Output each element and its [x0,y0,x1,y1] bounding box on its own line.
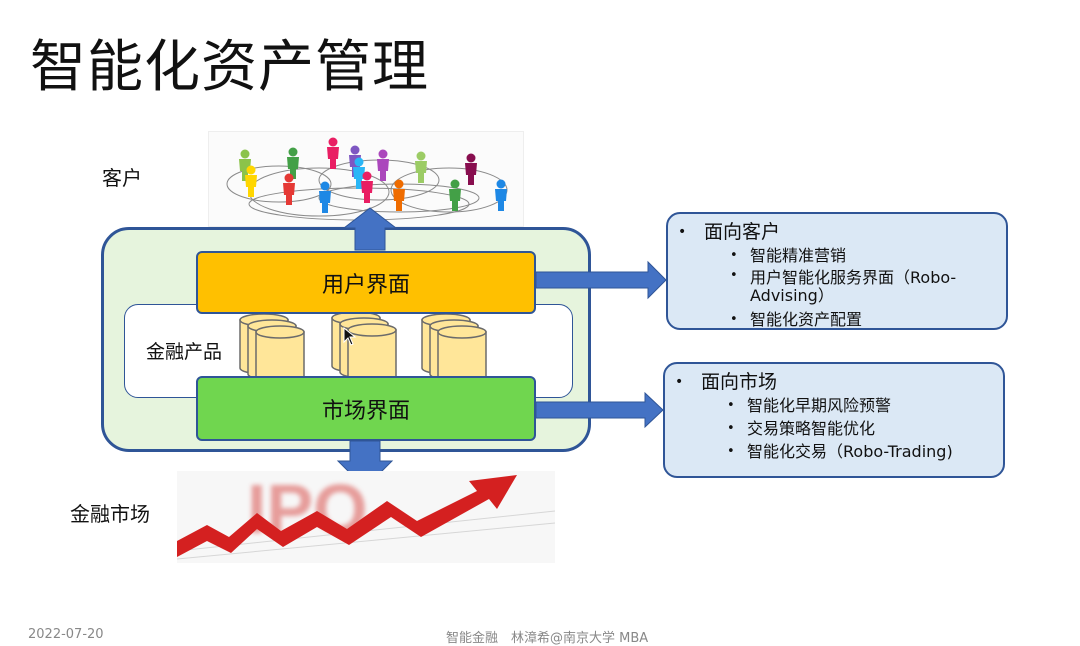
market-interface-bar: 市场界面 [196,376,536,441]
list-item: 智能化早期风险预警 [727,394,993,417]
list-item: 智能化资产配置 [730,308,996,331]
footer-date: 2022-07-20 [28,627,104,642]
person-figure [283,173,295,205]
person-figure [449,179,461,211]
customers-label: 客户 [102,166,142,190]
products-label: 金融产品 [146,341,223,363]
market-panel-heading: 面向市场 [701,371,778,393]
slide-title: 智能化资产管理 [30,35,429,100]
user-interface-label: 用户界面 [321,272,410,298]
footer-center-text: 智能金融 林漳希@南京大学 MBA [446,631,649,646]
person-figure [327,137,339,169]
arrow-right-to-customer-panel [535,260,667,300]
list-item: 智能化交易（Robo-Trading) [727,440,993,463]
list-item: 交易策略智能优化 [727,417,993,440]
person-figure [287,147,299,179]
list-item: 智能精准营销 [730,244,996,267]
person-figure [361,171,373,203]
product-cylinder [437,325,487,387]
user-interface-bar: 用户界面 [196,251,536,314]
person-figure [393,179,405,211]
arrow-right-to-market-panel [535,391,664,429]
person-figure [495,179,507,211]
market-facing-panel: •面向市场 智能化早期风险预警 交易策略智能优化 智能化交易（Robo-Trad… [663,362,1005,478]
market-interface-label: 市场界面 [321,398,410,424]
market-label: 金融市场 [70,502,150,526]
list-item: 用户智能化服务界面（Robo-Advising） [730,267,996,308]
person-figure [377,149,389,181]
customer-panel-heading: 面向客户 [704,221,781,243]
person-figure [245,165,257,197]
mouse-cursor-icon [343,327,357,346]
people-figures [209,132,523,226]
ipo-chart-image: IPO [177,471,555,563]
customer-facing-panel: •面向客户 智能精准营销 用户智能化服务界面（Robo-Advising） 智能… [666,212,1008,331]
person-figure [415,151,427,183]
arrow-up-to-customers [342,207,398,251]
person-figure [319,181,331,213]
person-figure [465,153,477,185]
